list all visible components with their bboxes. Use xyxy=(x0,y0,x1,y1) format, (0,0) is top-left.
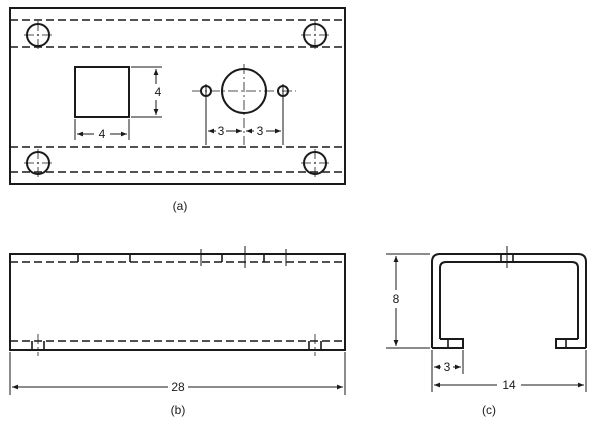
corner-hole-bottom-right xyxy=(301,149,329,177)
corner-hole-top-left xyxy=(24,21,52,49)
channel-outer-profile xyxy=(431,253,587,348)
width-dimension: 14 xyxy=(502,378,516,392)
caption-a: (a) xyxy=(173,199,188,213)
height-dimension: 8 xyxy=(393,292,400,306)
caption-b: (b) xyxy=(171,403,186,417)
front-view: 28 xyxy=(9,246,346,395)
flange-dimension: 3 xyxy=(444,360,451,374)
length-dimension: 28 xyxy=(171,380,185,394)
top-view-outline xyxy=(9,7,346,185)
top-view: 4 4 3 3 xyxy=(9,7,346,185)
side-view: 8 3 14 xyxy=(386,246,587,392)
channel-inner-profile xyxy=(439,261,579,339)
small-hole-left xyxy=(200,84,212,145)
corner-hole-top-right xyxy=(301,21,329,49)
small-hole-right xyxy=(277,84,289,145)
right-flange xyxy=(555,338,586,349)
caption-c: (c) xyxy=(482,403,496,417)
hole-spacing-right-dimension: 3 xyxy=(257,124,264,138)
front-view-outline xyxy=(9,253,346,351)
corner-hole-bottom-left xyxy=(24,149,52,177)
square-cutout xyxy=(74,66,130,118)
left-flange xyxy=(432,338,464,349)
square-width-dimension: 4 xyxy=(99,127,106,141)
hole-spacing-left-dimension: 3 xyxy=(218,124,225,138)
square-height-dimension: 4 xyxy=(155,85,162,99)
